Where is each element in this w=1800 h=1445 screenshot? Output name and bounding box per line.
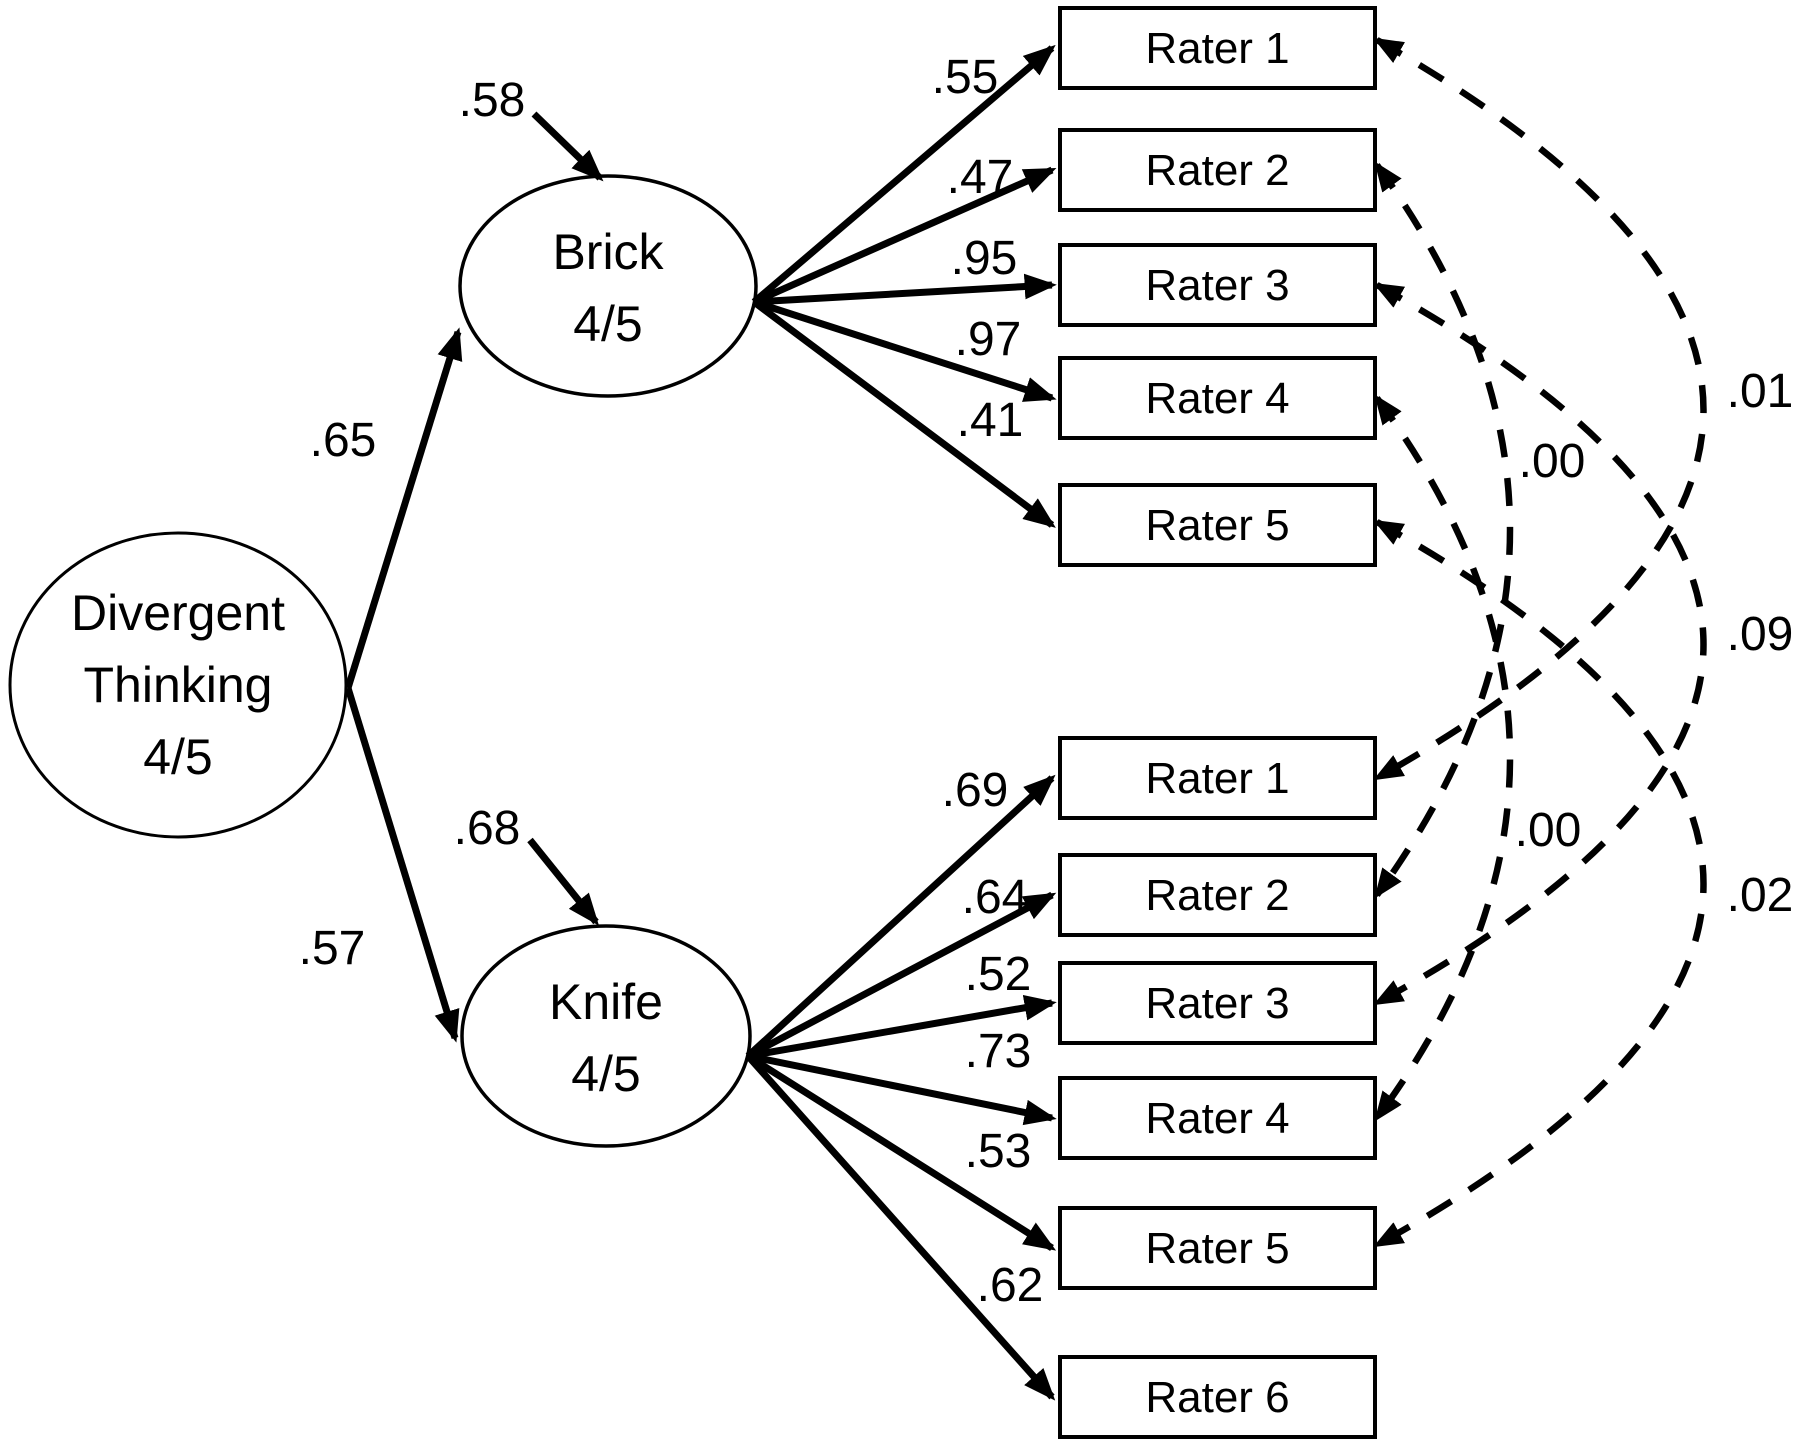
loading-path-brick-rater-1 — [751, 44, 1056, 305]
indicator-label-brick-rater-3: Rater 3 — [1145, 261, 1289, 310]
indicator-label-knife-rater-6: Rater 6 — [1145, 1373, 1289, 1422]
factor-knife-ellipse — [460, 924, 752, 1148]
indicator-box-knife-rater-4 — [1058, 1076, 1377, 1160]
latent-divergent-thinking-label-line1: Divergent — [71, 585, 285, 641]
residual-arrow-brick — [531, 111, 604, 182]
covariance-label-rater-3: .09 — [1727, 608, 1794, 661]
indicator-label-knife-rater-2: Rater 2 — [1145, 871, 1289, 920]
covariance-curve-rater-4 — [1374, 394, 1514, 1122]
indicator-box-brick-rater-4 — [1058, 356, 1377, 440]
structural-path-dt-knife — [344, 686, 460, 1043]
covariance-label-rater-5: .02 — [1727, 869, 1794, 922]
covariance-label-rater-2: .00 — [1519, 435, 1586, 488]
factor-knife-label-line2: 4/5 — [571, 1046, 641, 1102]
indicator-label-brick-rater-4: Rater 4 — [1145, 374, 1289, 423]
covariance-label-rater-1: .01 — [1727, 365, 1794, 418]
factor-brick-label-line2: 4/5 — [573, 296, 643, 352]
loading-label-brick-rater-1: .55 — [932, 51, 999, 104]
structural-path-dt-brick — [344, 327, 463, 690]
covariance-curve-rater-1 — [1373, 37, 1707, 781]
loading-path-brick-rater-2 — [752, 166, 1057, 306]
loading-label-brick-rater-2: .47 — [947, 151, 1014, 204]
loading-path-brick-rater-3 — [753, 273, 1057, 306]
loading-path-knife-rater-1 — [745, 774, 1056, 1059]
loading-path-knife-rater-3 — [747, 995, 1057, 1060]
latent-divergent-thinking-label-line3: 4/5 — [143, 729, 213, 785]
indicator-box-brick-rater-3 — [1058, 243, 1377, 327]
indicator-box-brick-rater-1 — [1058, 6, 1377, 90]
factor-brick-ellipse — [458, 174, 758, 398]
indicator-label-knife-rater-3: Rater 3 — [1145, 979, 1289, 1028]
loading-label-brick-rater-4: .97 — [955, 313, 1022, 366]
indicator-box-knife-rater-5 — [1058, 1206, 1377, 1290]
latent-divergent-thinking-label-line2: Thinking — [84, 657, 273, 713]
loading-path-knife-rater-2 — [746, 891, 1057, 1060]
factor-brick-label-line1: Brick — [552, 224, 664, 280]
indicator-box-brick-rater-5 — [1058, 483, 1377, 567]
indicator-box-knife-rater-6 — [1058, 1355, 1377, 1439]
indicator-box-knife-rater-1 — [1058, 736, 1377, 820]
residual-value-brick: .58 — [459, 74, 526, 127]
indicator-label-brick-rater-5: Rater 5 — [1145, 501, 1289, 550]
loading-label-knife-rater-4: .73 — [965, 1025, 1032, 1078]
loading-path-knife-rater-6 — [745, 1053, 1056, 1401]
indicator-label-knife-rater-5: Rater 5 — [1145, 1224, 1289, 1273]
indicator-label-knife-rater-4: Rater 4 — [1145, 1094, 1289, 1143]
loading-label-knife-rater-6: .62 — [977, 1259, 1044, 1312]
covariance-label-rater-4: .00 — [1515, 804, 1582, 857]
factor-knife-label-line1: Knife — [549, 974, 663, 1030]
residual-arrow-knife — [527, 837, 600, 926]
indicator-box-knife-rater-3 — [1058, 961, 1377, 1045]
covariance-curve-rater-3 — [1373, 282, 1707, 1006]
indicator-box-brick-rater-2 — [1058, 128, 1377, 212]
path-coefficient-dt-brick: .65 — [310, 414, 377, 467]
loading-path-knife-rater-4 — [747, 1052, 1057, 1126]
indicator-label-knife-rater-1: Rater 1 — [1145, 754, 1289, 803]
loading-label-brick-rater-3: .95 — [951, 232, 1018, 285]
loading-label-knife-rater-5: .53 — [965, 1125, 1032, 1178]
loading-label-knife-rater-2: .64 — [962, 871, 1029, 924]
loading-path-brick-rater-4 — [752, 298, 1057, 402]
residual-value-knife: .68 — [454, 802, 521, 855]
indicator-label-brick-rater-1: Rater 1 — [1145, 24, 1289, 73]
indicator-label-brick-rater-2: Rater 2 — [1145, 146, 1289, 195]
covariance-curve-rater-2 — [1374, 161, 1514, 899]
path-coefficient-dt-knife: .57 — [299, 922, 366, 975]
loading-label-brick-rater-5: .41 — [957, 394, 1024, 447]
loading-label-knife-rater-3: .52 — [965, 948, 1032, 1001]
loading-label-knife-rater-1: .69 — [942, 764, 1009, 817]
loading-path-knife-rater-5 — [746, 1053, 1057, 1251]
covariance-curve-rater-5 — [1373, 519, 1707, 1248]
loading-path-brick-rater-5 — [751, 299, 1056, 528]
